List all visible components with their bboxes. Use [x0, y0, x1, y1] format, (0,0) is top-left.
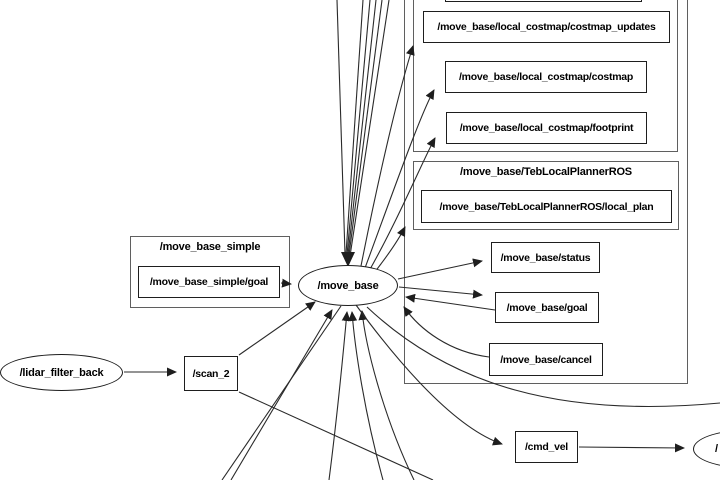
edge-movebase-to-status	[397, 258, 483, 280]
cluster-move-base-namespace	[404, 0, 688, 384]
cluster-move-base-simple	[130, 236, 290, 308]
edge-movebase-to-footprint	[368, 137, 436, 272]
topic-box-scan2: /scan_2	[184, 356, 238, 391]
edge-movebase-to-localplan	[373, 226, 406, 274]
cluster-move-base-simple-label: /move_base_simple	[159, 241, 261, 253]
node-move-base: /move_base	[298, 265, 398, 306]
edge-simplegoal-to-movebase	[280, 278, 292, 288]
edge-cmdvel-to-rightnode	[578, 443, 685, 453]
cluster-local-costmap	[413, 0, 678, 152]
node-lidar-filter-back: /lidar_filter_back	[0, 354, 123, 391]
topic-box-cancel: /move_base/cancel	[489, 343, 603, 376]
edge-movebase-to-goal	[398, 286, 483, 299]
topic-box-costmap: /move_base/local_costmap/costmap	[445, 61, 647, 93]
edge-movebase-to-offscreen-right	[366, 306, 720, 408]
cluster-teb-local-planner: /move_base/TebLocalPlannerROS	[413, 161, 679, 230]
edge-movebase-to-costmap-updates	[360, 45, 415, 267]
topic-box-local-plan: /move_base/TebLocalPlannerROS/local_plan	[421, 190, 672, 223]
edge-movebase-to-costmap	[364, 89, 435, 269]
cluster-teb-label: /move_base/TebLocalPlannerROS	[460, 166, 632, 178]
topic-box-footprint: /move_base/local_costmap/footprint	[446, 112, 647, 144]
topic-box-cmd-vel: /cmd_vel	[515, 431, 578, 463]
topic-box-move-base-simple-goal: /move_base_simple/goal	[138, 266, 280, 298]
edge-scan2-to-offscreen-bottomright	[238, 391, 434, 480]
topic-box-goal: /move_base/goal	[495, 292, 599, 323]
topic-box-costmap-updates: /move_base/local_costmap/costmap_updates	[423, 11, 670, 43]
edge-movebase-to-cmdvel	[355, 304, 503, 446]
topic-box-status: /move_base/status	[491, 242, 600, 273]
edge-movebase-to-offscreen-bottomleft	[221, 305, 342, 480]
topic-box-cutoff-top	[445, 0, 642, 2]
edge-goal-to-movebase	[405, 293, 496, 311]
edge-scan2-to-movebase	[238, 301, 316, 356]
edge-cancel-to-movebase	[403, 306, 490, 358]
